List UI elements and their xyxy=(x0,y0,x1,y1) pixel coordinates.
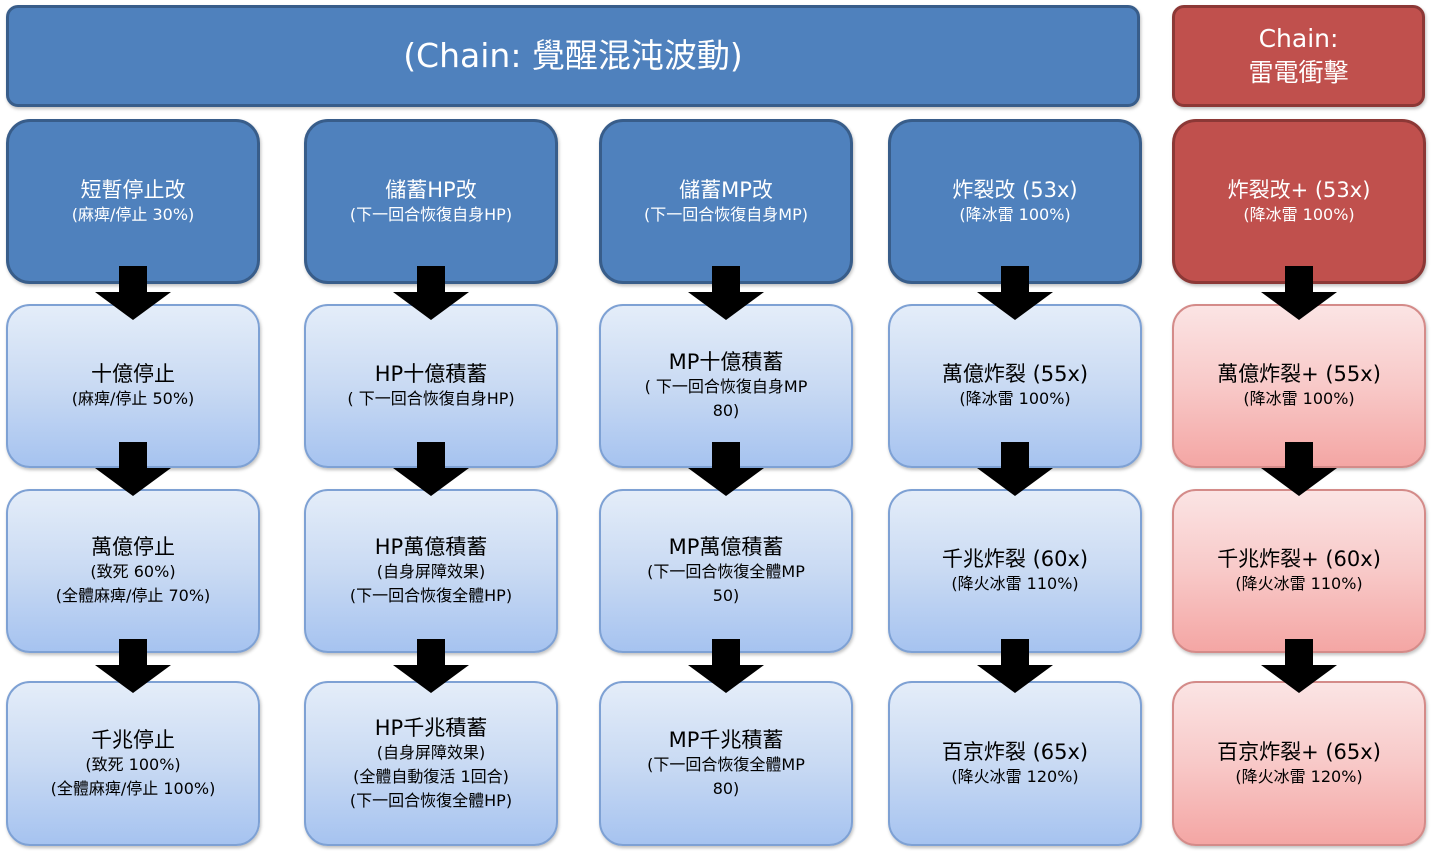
skill-effect: (全體自動復活 1回合) xyxy=(353,766,509,786)
chain-header-side-line2: 雷電衝擊 xyxy=(1248,58,1349,87)
skill-box-burst-1: 萬億炸裂 (55x) (降冰雷 100%) xyxy=(888,304,1142,468)
skill-effect: (下一回合恢復自身MP) xyxy=(644,204,808,224)
down-arrow-icon xyxy=(95,442,171,496)
skill-box-mp-charge-0: 儲蓄MP改(下一回合恢復自身MP) xyxy=(599,119,853,284)
skill-effect: (下一回合恢復自身HP) xyxy=(349,204,513,224)
skill-effect: ( 下一回合恢復自身HP) xyxy=(347,389,515,408)
skill-effect: (致死 60%) xyxy=(90,562,176,581)
skill-name: 炸裂改+ (53x) xyxy=(1227,177,1371,202)
skill-box-hp-charge-2: HP萬億積蓄 (自身屏障效果) (下一回合恢復全體HP) xyxy=(304,489,558,653)
down-arrow-icon xyxy=(95,266,171,320)
skill-name: HP萬億積蓄 xyxy=(374,535,488,559)
skill-name: 儲蓄HP改 xyxy=(385,177,477,202)
skill-box-burst-plus-2: 千兆炸裂+ (60x) (降火冰雷 110%) xyxy=(1172,489,1426,653)
skill-name: 萬億炸裂+ (55x) xyxy=(1217,362,1381,386)
skill-effect: 80) xyxy=(712,778,740,798)
skill-box-mp-charge-3: MP千兆積蓄(下一回合恢復全體MP 80) xyxy=(599,681,853,846)
skill-effect: (自身屏障效果) xyxy=(376,742,486,762)
chain-header-main: (Chain: 覺醒混沌波動) xyxy=(6,5,1140,107)
skill-name: 十億停止 xyxy=(91,362,175,386)
skill-box-stop-0: 短暫停止改(麻痺/停止 30%) xyxy=(6,119,260,284)
skill-effect: 50) xyxy=(712,586,740,605)
skill-effect: (降冰雷 100%) xyxy=(959,204,1071,224)
down-arrow-icon xyxy=(688,442,764,496)
skill-effect: (全體麻痺/停止 70%) xyxy=(55,586,211,605)
skill-name: MP萬億積蓄 xyxy=(668,535,784,559)
skill-effect: 80) xyxy=(712,401,740,420)
skill-box-burst-0: 炸裂改 (53x)(降冰雷 100%) xyxy=(888,119,1142,284)
chain-header-side-line1: Chain: xyxy=(1258,24,1339,53)
skill-effect: (降火冰雷 110%) xyxy=(951,574,1079,593)
skill-box-hp-charge-0: 儲蓄HP改(下一回合恢復自身HP) xyxy=(304,119,558,284)
down-arrow-icon xyxy=(393,266,469,320)
skill-effect: (降冰雷 100%) xyxy=(1243,389,1355,408)
skill-effect: (自身屏障效果) xyxy=(376,562,486,581)
chain-header-side: Chain: 雷電衝擊 xyxy=(1172,5,1425,107)
skill-name: MP千兆積蓄 xyxy=(668,727,784,752)
skill-name: 百京炸裂 (65x) xyxy=(941,739,1089,764)
skill-effect: (降火冰雷 110%) xyxy=(1235,574,1363,593)
down-arrow-icon xyxy=(977,442,1053,496)
skill-box-mp-charge-1: MP十億積蓄 ( 下一回合恢復自身MP 80) xyxy=(599,304,853,468)
skill-name: 炸裂改 (53x) xyxy=(952,177,1078,202)
skill-box-burst-3: 百京炸裂 (65x)(降火冰雷 120%) xyxy=(888,681,1142,846)
skill-effect: (降冰雷 100%) xyxy=(1243,204,1355,224)
skill-effect: (致死 100%) xyxy=(85,754,181,774)
skill-name: HP十億積蓄 xyxy=(374,362,488,386)
skill-effect: (全體麻痺/停止 100%) xyxy=(50,778,216,798)
skill-box-stop-3: 千兆停止(致死 100%) (全體麻痺/停止 100%) xyxy=(6,681,260,846)
skill-effect: (降火冰雷 120%) xyxy=(1235,766,1363,786)
skill-name: 百京炸裂+ (65x) xyxy=(1217,739,1381,764)
skill-box-stop-1: 十億停止 (麻痺/停止 50%) xyxy=(6,304,260,468)
down-arrow-icon xyxy=(977,639,1053,693)
down-arrow-icon xyxy=(1261,266,1337,320)
skill-effect: (麻痺/停止 30%) xyxy=(71,204,195,224)
down-arrow-icon xyxy=(977,266,1053,320)
skill-box-mp-charge-2: MP萬億積蓄 (下一回合恢復全體MP 50) xyxy=(599,489,853,653)
down-arrow-icon xyxy=(1261,442,1337,496)
skill-box-stop-2: 萬億停止 (致死 60%) (全體麻痺/停止 70%) xyxy=(6,489,260,653)
skill-name: MP十億積蓄 xyxy=(668,350,784,374)
skill-effect: (麻痺/停止 50%) xyxy=(71,389,195,408)
down-arrow-icon xyxy=(688,266,764,320)
down-arrow-icon xyxy=(393,639,469,693)
skill-box-burst-plus-3: 百京炸裂+ (65x)(降火冰雷 120%) xyxy=(1172,681,1426,846)
skill-effect: (下一回合恢復全體HP) xyxy=(349,790,513,810)
skill-box-hp-charge-1: HP十億積蓄 ( 下一回合恢復自身HP) xyxy=(304,304,558,468)
skill-effect: (降冰雷 100%) xyxy=(959,389,1071,408)
down-arrow-icon xyxy=(393,442,469,496)
skill-effect: (下一回合恢復全體MP xyxy=(647,754,805,774)
skill-name: 千兆炸裂 (60x) xyxy=(941,547,1089,571)
skill-effect: (下一回合恢復全體MP xyxy=(647,562,805,581)
skill-box-hp-charge-3: HP千兆積蓄(自身屏障效果) (全體自動復活 1回合) (下一回合恢復全體HP) xyxy=(304,681,558,846)
down-arrow-icon xyxy=(688,639,764,693)
skill-name: 千兆炸裂+ (60x) xyxy=(1217,547,1381,571)
skill-box-burst-plus-0: 炸裂改+ (53x)(降冰雷 100%) xyxy=(1172,119,1426,284)
skill-name: 萬億炸裂 (55x) xyxy=(941,362,1089,386)
skill-name: 萬億停止 xyxy=(91,535,175,559)
skill-name: 短暫停止改 xyxy=(80,177,186,202)
skill-name: 千兆停止 xyxy=(91,727,175,752)
down-arrow-icon xyxy=(1261,639,1337,693)
skill-box-burst-2: 千兆炸裂 (60x) (降火冰雷 110%) xyxy=(888,489,1142,653)
skill-name: 儲蓄MP改 xyxy=(679,177,773,202)
skill-effect: (降火冰雷 120%) xyxy=(951,766,1079,786)
skill-effect: (下一回合恢復全體HP) xyxy=(349,586,513,605)
chain-header-main-label: (Chain: 覺醒混沌波動) xyxy=(403,36,743,75)
skill-effect: ( 下一回合恢復自身MP xyxy=(644,377,808,396)
skill-name: HP千兆積蓄 xyxy=(374,715,488,740)
down-arrow-icon xyxy=(95,639,171,693)
